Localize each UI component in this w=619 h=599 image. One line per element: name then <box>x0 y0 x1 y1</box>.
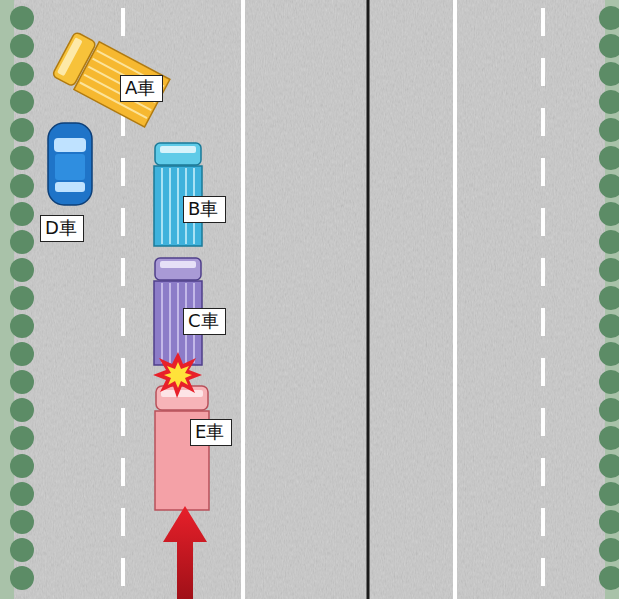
car-label-text: C車 <box>188 310 221 332</box>
car-label-text: B車 <box>188 198 221 220</box>
car-label-text: A車 <box>125 77 158 99</box>
car-label: E車 <box>190 419 232 446</box>
car-label: D車 <box>40 215 84 242</box>
car-label-text: D車 <box>45 217 79 239</box>
car-label: B車 <box>183 196 226 223</box>
car-label: A車 <box>120 75 163 102</box>
car-label: C車 <box>183 308 226 335</box>
car-label-text: E車 <box>195 421 227 443</box>
